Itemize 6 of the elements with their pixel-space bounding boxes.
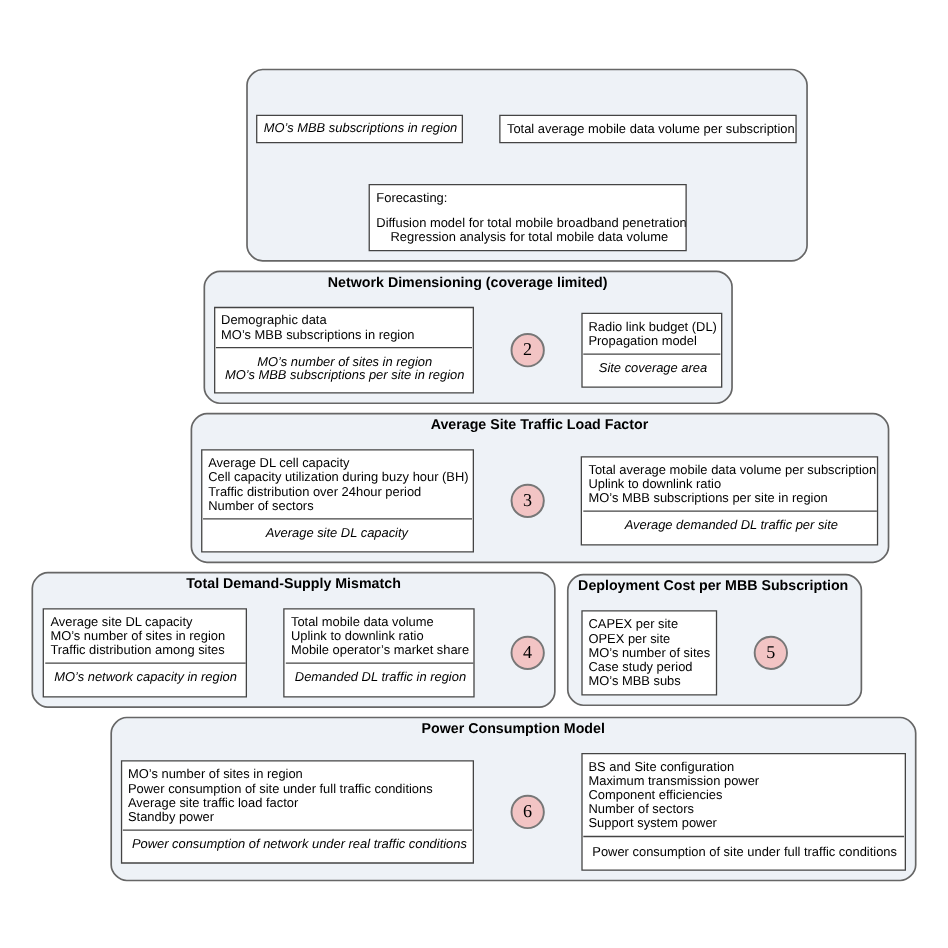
node-circle: 2 (510, 332, 545, 367)
node-circle: 4 (510, 634, 545, 669)
node-circle: 6 (510, 793, 545, 829)
node-circle: 3 (510, 482, 545, 517)
node-circle: 5 (753, 634, 788, 669)
cluster (246, 67, 808, 261)
